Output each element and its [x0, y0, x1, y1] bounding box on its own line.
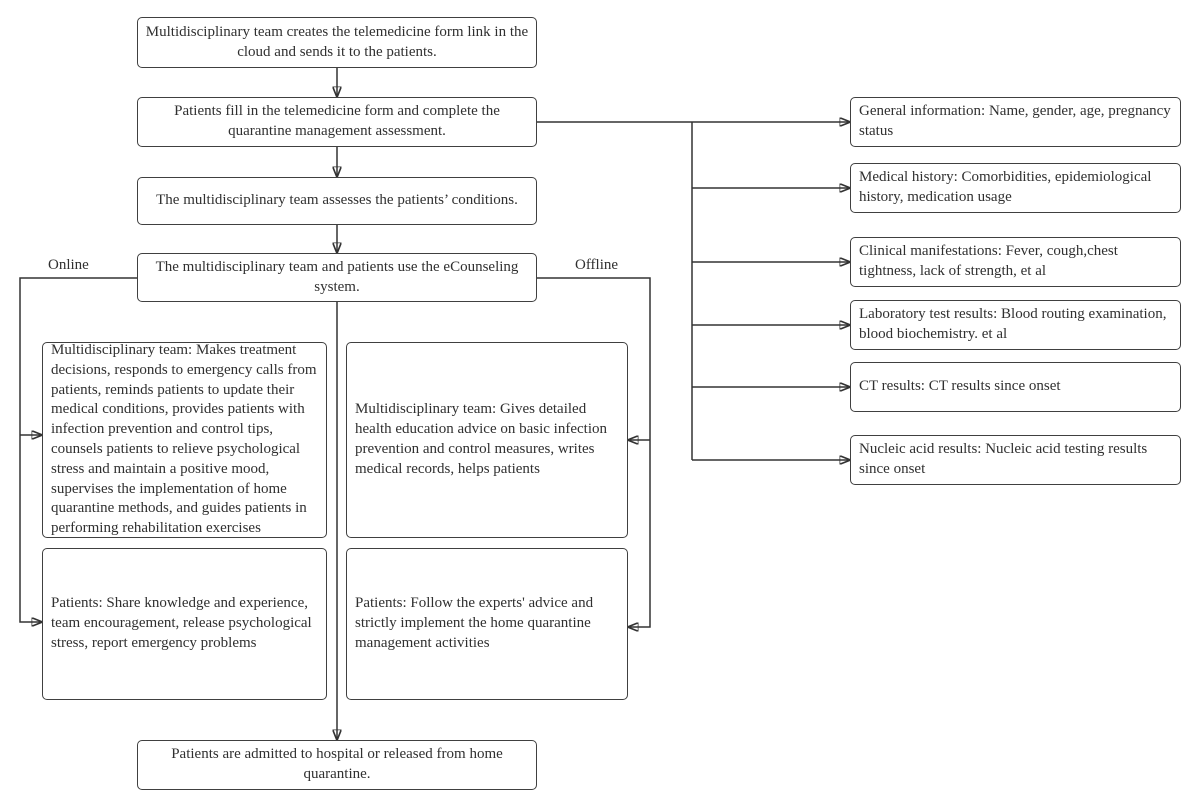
- node-offline-patients-duties: Patients: Follow the experts' advice and…: [346, 548, 628, 700]
- node-online-patients-duties: Patients: Share knowledge and experience…: [42, 548, 327, 700]
- node-fill-form: Patients fill in the telemedicine form a…: [137, 97, 537, 147]
- node-outcome: Patients are admitted to hospital or rel…: [137, 740, 537, 790]
- form-item-medical-history: Medical history: Comorbidities, epidemio…: [850, 163, 1181, 213]
- label-offline: Offline: [575, 257, 619, 273]
- node-assess-conditions: The multidisciplinary team assesses the …: [137, 177, 537, 225]
- form-item-general-information: General information: Name, gender, age, …: [850, 97, 1181, 147]
- form-item-clinical-manifestations: Clinical manifestations: Fever, cough,ch…: [850, 237, 1181, 287]
- edge-online-branch: [19, 277, 137, 622]
- node-ecounseling-system: The multidisciplinary team and patients …: [137, 253, 537, 302]
- node-online-team-duties: Multidisciplinary team: Makes treatment …: [42, 342, 327, 538]
- node-offline-team-duties: Multidisciplinary team: Gives detailed h…: [346, 342, 628, 538]
- node-create-link: Multidisciplinary team creates the telem…: [137, 17, 537, 68]
- form-item-ct-results: CT results: CT results since onset: [850, 362, 1181, 412]
- edge-offline-branch: [537, 277, 651, 627]
- form-item-nucleic-acid-results: Nucleic acid results: Nucleic acid testi…: [850, 435, 1181, 485]
- form-item-laboratory-test-results: Laboratory test results: Blood routing e…: [850, 300, 1181, 350]
- label-online: Online: [48, 257, 89, 273]
